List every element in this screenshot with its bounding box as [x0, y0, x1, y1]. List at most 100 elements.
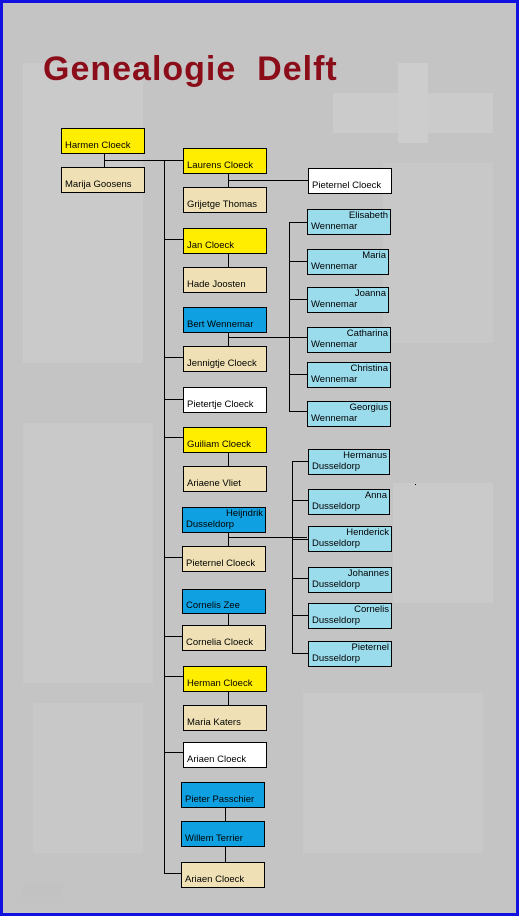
person-last-name: Dusseldorp	[312, 615, 361, 626]
connector-line	[289, 261, 307, 262]
connector-line	[289, 337, 307, 338]
person-name: Ariaen Cloeck	[185, 874, 245, 885]
connector-line	[292, 461, 308, 462]
person-box-laurens: Laurens Cloeck	[183, 148, 267, 174]
connector-line	[228, 452, 229, 466]
person-first-name: Heijndrik	[226, 508, 263, 519]
person-box-willem: Willem Terrier	[181, 821, 265, 847]
person-box-guiliam: Guiliam Cloeck	[183, 427, 267, 453]
connector-line	[289, 222, 290, 411]
person-first-name: Henderick	[346, 527, 389, 538]
person-first-name: Johannes	[347, 568, 389, 579]
person-name: Willem Terrier	[185, 833, 243, 844]
connector-line	[289, 222, 307, 223]
person-name: Harmen Cloeck	[65, 140, 131, 151]
person-box-pieternel1: Pieternel Cloeck	[308, 168, 392, 194]
person-name: Pieter Passchier	[185, 794, 255, 805]
person-first-name: Cornelis	[354, 604, 389, 615]
connector-line	[228, 532, 229, 546]
connector-line	[225, 808, 226, 822]
person-last-name: Dusseldorp	[312, 653, 361, 664]
connector-line	[228, 537, 307, 538]
stray-dot	[415, 484, 416, 485]
connector-line	[228, 332, 229, 346]
connector-line	[164, 399, 183, 400]
person-box-cornelis-zee: Cornelis Zee	[182, 589, 266, 614]
connector-line	[164, 437, 183, 438]
person-first-name: Christina	[350, 363, 389, 374]
person-last-name: Wennemar	[311, 339, 358, 350]
connector-line	[164, 676, 183, 677]
person-last-name: Wennemar	[311, 374, 358, 385]
person-box-herman: Herman Cloeck	[183, 666, 267, 692]
person-last-name: Dusseldorp	[312, 461, 361, 472]
person-name: Bert Wennemar	[187, 319, 254, 330]
person-box-pieter: Pieter Passchier	[181, 782, 265, 808]
person-last-name: Wennemar	[311, 221, 358, 232]
person-box-marija: Marija Goosens	[61, 167, 145, 193]
person-box-pieternel2: Pieternel Cloeck	[182, 546, 266, 572]
connector-line	[228, 692, 229, 705]
connector-line	[104, 160, 183, 161]
person-name: Guiliam Cloeck	[187, 439, 251, 450]
connector-line	[164, 873, 181, 874]
person-name: Cornelis Zee	[186, 600, 240, 611]
connector-line	[164, 752, 183, 753]
person-last-name: Wennemar	[311, 261, 358, 272]
connector-line	[164, 239, 183, 240]
person-last-name: Wennemar	[311, 299, 358, 310]
connector-line	[164, 636, 183, 637]
person-box-ariaen2: Ariaen Cloeck	[181, 862, 265, 888]
person-name: Laurens Cloeck	[187, 160, 254, 171]
person-last-name: Dusseldorp	[312, 538, 361, 549]
person-box-hade: Hade Joosten	[183, 267, 267, 293]
person-name: Grijetge Thomas	[187, 199, 258, 210]
person-box-maria-katers: Maria Katers	[183, 705, 267, 731]
connector-line	[164, 557, 183, 558]
connector-line	[228, 337, 290, 338]
person-name: Herman Cloeck	[187, 678, 253, 689]
connector-line	[292, 578, 308, 579]
connector-line	[228, 253, 229, 267]
person-box-harmen: Harmen Cloeck	[61, 128, 145, 154]
person-first-name: Maria	[362, 250, 386, 261]
connector-line	[292, 500, 308, 501]
person-first-name: Joanna	[354, 288, 386, 299]
person-name: Jan Cloeck	[187, 240, 234, 251]
person-name: Cornelia Cloeck	[186, 637, 254, 648]
background-texture	[23, 63, 493, 903]
connector-line	[292, 653, 308, 654]
person-name: Maria Katers	[187, 717, 241, 728]
connector-line	[292, 615, 308, 616]
person-box-cornelia: Cornelia Cloeck	[182, 625, 266, 651]
connector-line	[289, 374, 307, 375]
person-name: Jennigtje Cloeck	[187, 358, 257, 369]
page-title: Genealogie Delft	[43, 50, 338, 88]
person-last-name: Dusseldorp	[312, 501, 361, 512]
person-name: Ariaene Vliet	[187, 478, 241, 489]
person-first-name: Georgius	[349, 402, 388, 413]
person-name: Pietertje Cloeck	[187, 399, 254, 410]
person-box-ariaene: Ariaene Vliet	[183, 466, 267, 492]
person-name: Ariaen Cloeck	[187, 754, 247, 765]
person-first-name: Pieternel	[351, 642, 390, 653]
connector-line	[228, 613, 229, 625]
connector-line	[164, 160, 165, 874]
connector-line	[164, 357, 183, 358]
person-box-grijetge: Grijetge Thomas	[183, 187, 267, 213]
person-name: Marija Goosens	[65, 179, 132, 190]
connector-line	[225, 847, 226, 862]
person-box-bert: Bert Wennemar	[183, 307, 267, 333]
